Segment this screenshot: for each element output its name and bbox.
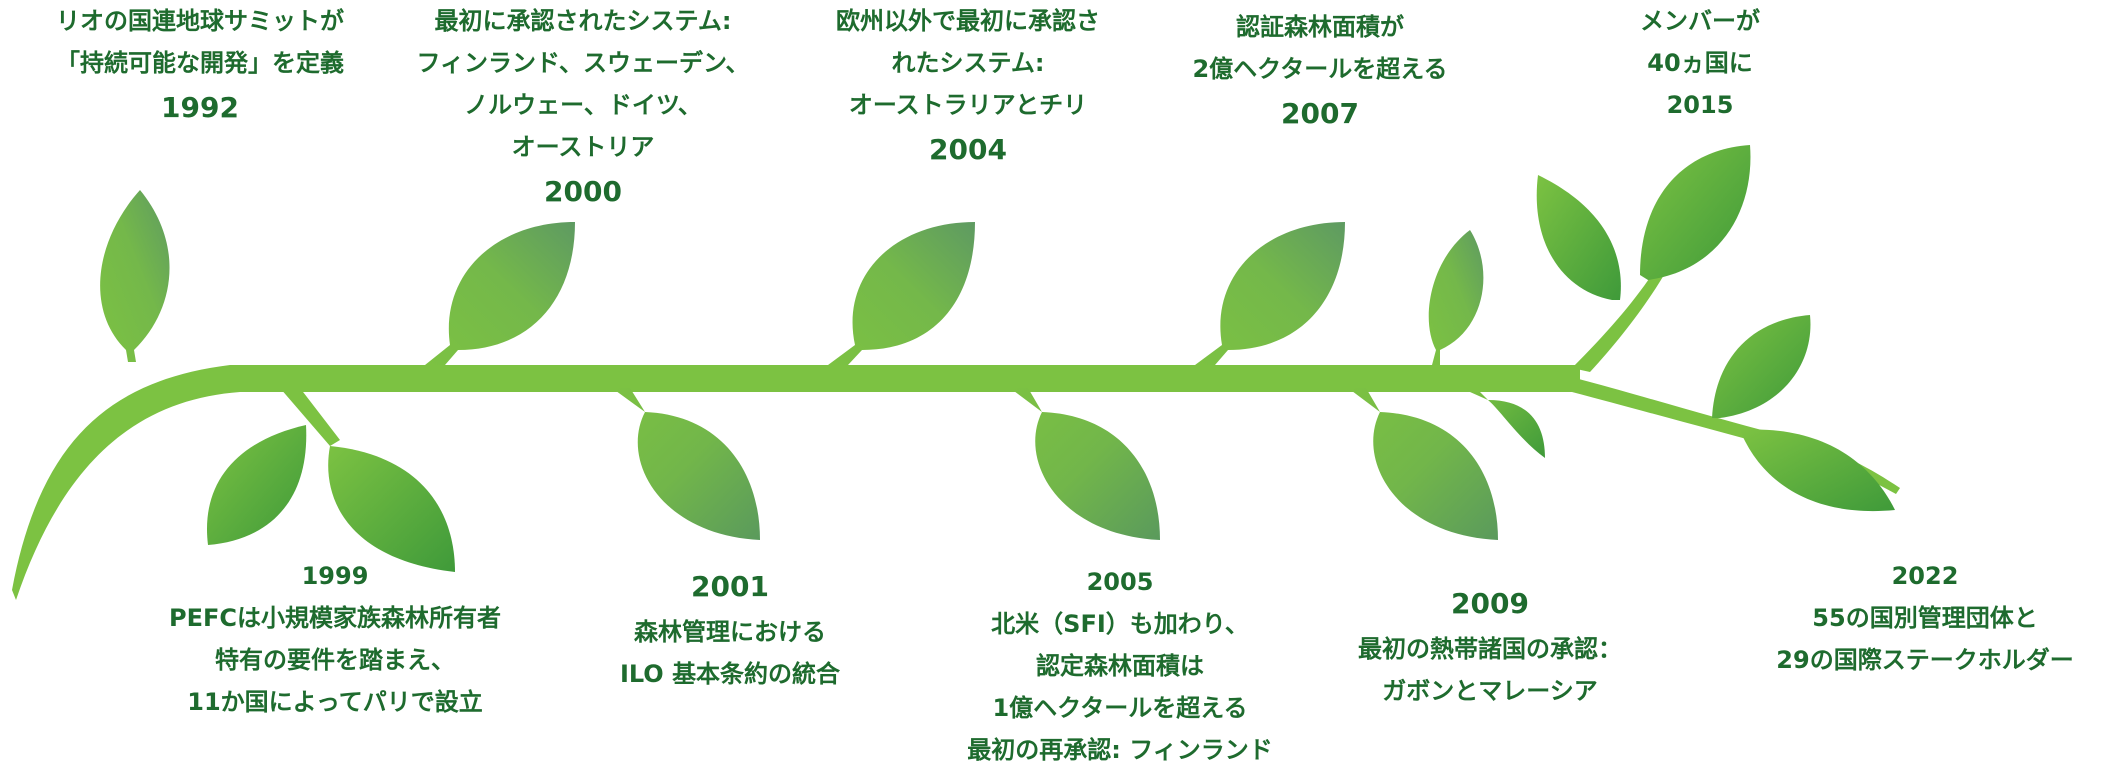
milestone-2015-year: 2015 <box>1666 91 1734 119</box>
leaf-2004 <box>828 222 975 365</box>
milestone-2005-year: 2005 <box>1086 568 1154 596</box>
milestone-2004: 欧州以外で最初に承認さ れたシステム: オーストラリアとチリ 2004 <box>793 0 1143 174</box>
leaf-1999-large <box>328 446 455 572</box>
milestone-2000-year: 2000 <box>544 175 622 208</box>
milestone-2022-line-1: 55の国別管理団体と <box>1812 604 2038 632</box>
leaf-2007 <box>1195 222 1345 365</box>
milestone-1999-line-2: 特有の要件を踏まえ、 <box>215 646 455 674</box>
milestone-1992: リオの国連地球サミットが 「持続可能な開発」を定義 1992 <box>30 0 370 132</box>
leaf-stem-1999 <box>280 388 340 446</box>
milestone-2007-line-2: 2億ヘクタールを超える <box>1192 55 1448 83</box>
milestone-1999-line-3: 11か国によってパリで設立 <box>187 688 483 716</box>
leaf-2022-upper <box>1712 315 1811 418</box>
milestone-2004-line-1: 欧州以外で最初に承認さ <box>836 7 1100 35</box>
milestone-2005-line-3: 1億ヘクタールを超える <box>992 694 1248 722</box>
milestone-1999-year: 1999 <box>301 562 369 590</box>
milestone-2001-line-1: 森林管理における <box>634 618 826 646</box>
milestone-2015: メンバーが 40ヵ国に 2015 <box>1555 0 1845 126</box>
milestone-2005-line-2: 認定森林面積は <box>1036 652 1204 680</box>
milestone-2007-line-1: 認証森林面積が <box>1236 13 1404 41</box>
milestone-2000-line-1: 最初に承認されたシステム: <box>434 7 732 35</box>
vine-stem <box>12 365 1580 600</box>
leaf-1999-small <box>206 425 307 545</box>
milestone-2015-line-1: メンバーが <box>1640 7 1760 35</box>
vine-branch-lower <box>1572 378 1900 494</box>
leaf-2015-left <box>1536 175 1621 300</box>
leaf-2009-small-up <box>1428 230 1484 365</box>
milestone-2000-line-2: フィンランド、スウェーデン、 <box>416 49 750 77</box>
leaf-2000 <box>425 222 575 365</box>
milestone-1992-line-1: リオの国連地球サミットが <box>56 7 344 35</box>
milestone-2001: 2001 森林管理における ILO 基本条約の統合 <box>590 563 870 695</box>
milestone-1999-line-1: PEFCは小規模家族森林所有者 <box>169 604 501 632</box>
leaf-2022-lower <box>1740 429 1895 512</box>
milestone-2000: 最初に承認されたシステム: フィンランド、スウェーデン、 ノルウェー、ドイツ、 … <box>383 0 783 216</box>
milestone-2009-year: 2009 <box>1451 587 1529 620</box>
milestone-1992-line-2: 「持続可能な開発」を定義 <box>56 49 344 77</box>
milestone-2005-line-1: 北米（SFI）も加わり、 <box>991 610 1249 638</box>
milestone-2022-year: 2022 <box>1891 562 1959 590</box>
milestone-2004-line-2: れたシステム: <box>891 49 1045 77</box>
leaf-2005 <box>1010 388 1160 540</box>
milestone-2009-line-2: ガボンとマレーシア <box>1382 677 1598 705</box>
milestone-2007: 認証森林面積が 2億ヘクタールを超える 2007 <box>1150 6 1490 138</box>
milestone-2007-year: 2007 <box>1281 97 1359 130</box>
milestone-2000-line-3: ノルウェー、ドイツ、 <box>464 91 702 119</box>
leaf-2009-small-down <box>1470 392 1545 458</box>
milestone-2004-year: 2004 <box>929 133 1007 166</box>
milestone-2001-line-2: ILO 基本条約の統合 <box>619 660 841 688</box>
leaf-2001 <box>612 388 760 540</box>
milestone-2009: 2009 最初の熱帯諸国の承認： ガボンとマレーシア <box>1325 580 1655 712</box>
leaf-2009 <box>1348 388 1498 540</box>
milestone-2004-line-3: オーストラリアとチリ <box>848 91 1088 119</box>
milestone-2005: 2005 北米（SFI）も加わり、 認定森林面積は 1億ヘクタールを超える 最初… <box>935 561 1305 771</box>
milestone-2015-line-2: 40ヵ国に <box>1647 49 1753 77</box>
milestone-2000-line-4: オーストリア <box>511 133 655 161</box>
leaf-2015-right <box>1640 145 1751 280</box>
leaf-1992 <box>100 190 170 362</box>
vine-branch-upper <box>1572 262 1668 372</box>
milestone-2001-year: 2001 <box>691 570 769 603</box>
milestone-2022: 2022 55の国別管理団体と 29の国際ステークホルダー <box>1745 555 2105 681</box>
milestone-2022-line-2: 29の国際ステークホルダー <box>1776 646 2074 674</box>
milestone-1999: 1999 PEFCは小規模家族森林所有者 特有の要件を踏まえ、 11か国によって… <box>135 555 535 723</box>
milestone-2005-line-4: 最初の再承認: フィンランド <box>967 736 1273 764</box>
milestone-2009-line-1: 最初の熱帯諸国の承認： <box>1358 635 1622 663</box>
milestone-1992-year: 1992 <box>161 91 239 124</box>
